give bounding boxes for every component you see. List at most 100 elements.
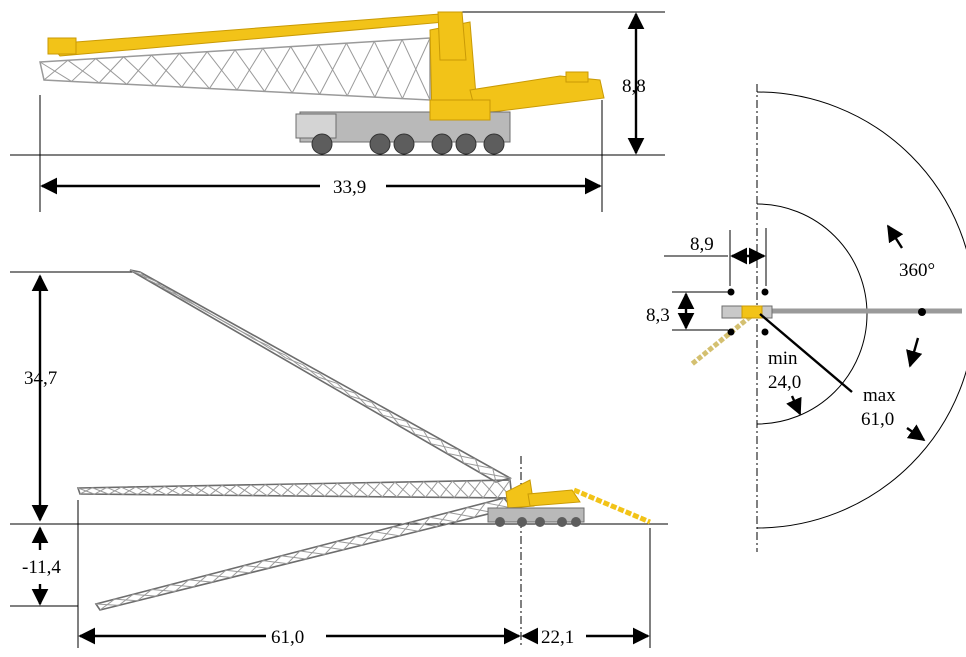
lattice-strut xyxy=(99,598,115,611)
lattice-strut xyxy=(118,593,134,606)
rotation-arrow-down xyxy=(906,337,923,368)
lattice-strut xyxy=(338,482,352,497)
lattice-strut xyxy=(252,484,266,496)
lattice-strut xyxy=(194,485,208,496)
lattice-strut xyxy=(324,482,338,497)
lattice-strut xyxy=(361,531,375,546)
lattice-strut xyxy=(281,483,295,497)
lattice-strut xyxy=(373,41,403,99)
working-rear-reach-label: 22,1 xyxy=(541,627,574,648)
lattice-strut xyxy=(178,53,210,89)
lattice-strut xyxy=(380,526,394,541)
lattice-strut xyxy=(417,516,431,532)
transport-length-label: 33,9 xyxy=(333,177,366,198)
lattice-strut xyxy=(286,550,301,564)
lattice-strut xyxy=(108,486,122,495)
lattice-strut xyxy=(463,462,493,470)
lattice-strut xyxy=(324,541,338,555)
lattice-strut xyxy=(188,300,200,309)
lattice-strut xyxy=(236,328,252,337)
min-radius-label: min xyxy=(768,348,798,369)
transport-lattice-web xyxy=(39,37,431,101)
transport-height-label: 8,8 xyxy=(622,76,646,97)
lattice-strut xyxy=(230,565,245,578)
transport-operator-cab xyxy=(429,99,491,121)
footprint-width-label: 8,9 xyxy=(690,234,714,255)
transport-counterweight xyxy=(565,71,589,83)
transport-boom-head xyxy=(47,37,77,55)
lattice-strut xyxy=(366,405,390,413)
lattice-strut xyxy=(398,424,424,432)
lattice-strut xyxy=(126,54,152,85)
lattice-strut xyxy=(301,366,321,375)
min-radius-arrow xyxy=(786,395,802,416)
working-range-view: 34,7 -11,4 61,0 22,1 xyxy=(10,269,668,648)
lattice-strut xyxy=(98,56,124,84)
working-height-label: 34,7 xyxy=(24,368,57,389)
max-radius-label: max xyxy=(863,385,896,406)
lattice-strut xyxy=(172,290,183,299)
lattice-strut xyxy=(447,452,476,460)
slewing-superstructure xyxy=(741,305,763,319)
lattice-strut xyxy=(343,536,357,551)
lattice-strut xyxy=(67,59,100,84)
lattice-strut xyxy=(374,39,403,98)
lattice-strut xyxy=(266,483,280,497)
lattice-strut xyxy=(425,481,439,498)
lattice-strut xyxy=(122,486,136,495)
lattice-strut xyxy=(139,271,148,280)
lattice-strut xyxy=(209,49,236,89)
lattice-strut xyxy=(79,487,93,495)
transport-wheels xyxy=(311,133,505,155)
horizontal-lattice-boom xyxy=(76,479,513,499)
raised-lattice-boom xyxy=(129,269,513,483)
lattice-strut xyxy=(455,507,468,523)
transport-crane-illustration xyxy=(39,11,605,155)
lattice-strut xyxy=(334,386,355,394)
lattice-strut xyxy=(350,395,372,403)
lattice-strut xyxy=(264,46,292,92)
lattice-strut xyxy=(295,483,309,497)
lattice-strut xyxy=(212,569,227,583)
max-radius-arrow xyxy=(906,424,926,441)
lattice-strut xyxy=(238,484,252,496)
lattice-strut xyxy=(310,483,324,497)
lattice-strut xyxy=(497,479,511,499)
working-crane-body xyxy=(487,479,585,527)
lattice-strut xyxy=(253,338,269,347)
lattice-strut xyxy=(151,54,183,88)
slewing-min-arc xyxy=(756,203,868,425)
lattice-strut xyxy=(268,555,282,569)
lattice-strut xyxy=(180,485,194,496)
lattice-strut xyxy=(39,61,72,82)
lattice-strut xyxy=(137,486,151,495)
lattice-strut xyxy=(291,44,320,94)
lattice-strut xyxy=(468,480,482,498)
lattice-strut xyxy=(346,41,375,96)
lattice-strut xyxy=(317,376,338,384)
lattice-strut xyxy=(269,347,286,356)
lattice-strut xyxy=(439,480,453,498)
lattice-strut xyxy=(401,39,431,101)
outrigger-pad-3 xyxy=(727,328,735,336)
min-radius-value: 24,0 xyxy=(768,372,801,393)
lowered-lattice-boom xyxy=(94,497,514,611)
lattice-strut xyxy=(236,48,264,91)
lattice-strut xyxy=(396,481,410,498)
rotation-arrow-up xyxy=(886,224,904,249)
lattice-strut xyxy=(220,319,234,328)
footprint-depth-label: 8,3 xyxy=(646,305,670,326)
lattice-strut xyxy=(414,433,442,441)
slewing-diagonal-boom xyxy=(690,310,758,366)
lattice-strut xyxy=(474,502,486,518)
working-counter-jib xyxy=(527,489,581,507)
lattice-strut xyxy=(155,281,165,290)
lattice-strut xyxy=(209,484,223,496)
lattice-strut xyxy=(367,482,381,497)
lattice-strut xyxy=(166,485,180,496)
lattice-strut xyxy=(319,42,347,95)
lattice-strut xyxy=(151,485,165,496)
lattice-strut xyxy=(285,357,303,366)
lattice-strut xyxy=(290,46,321,95)
